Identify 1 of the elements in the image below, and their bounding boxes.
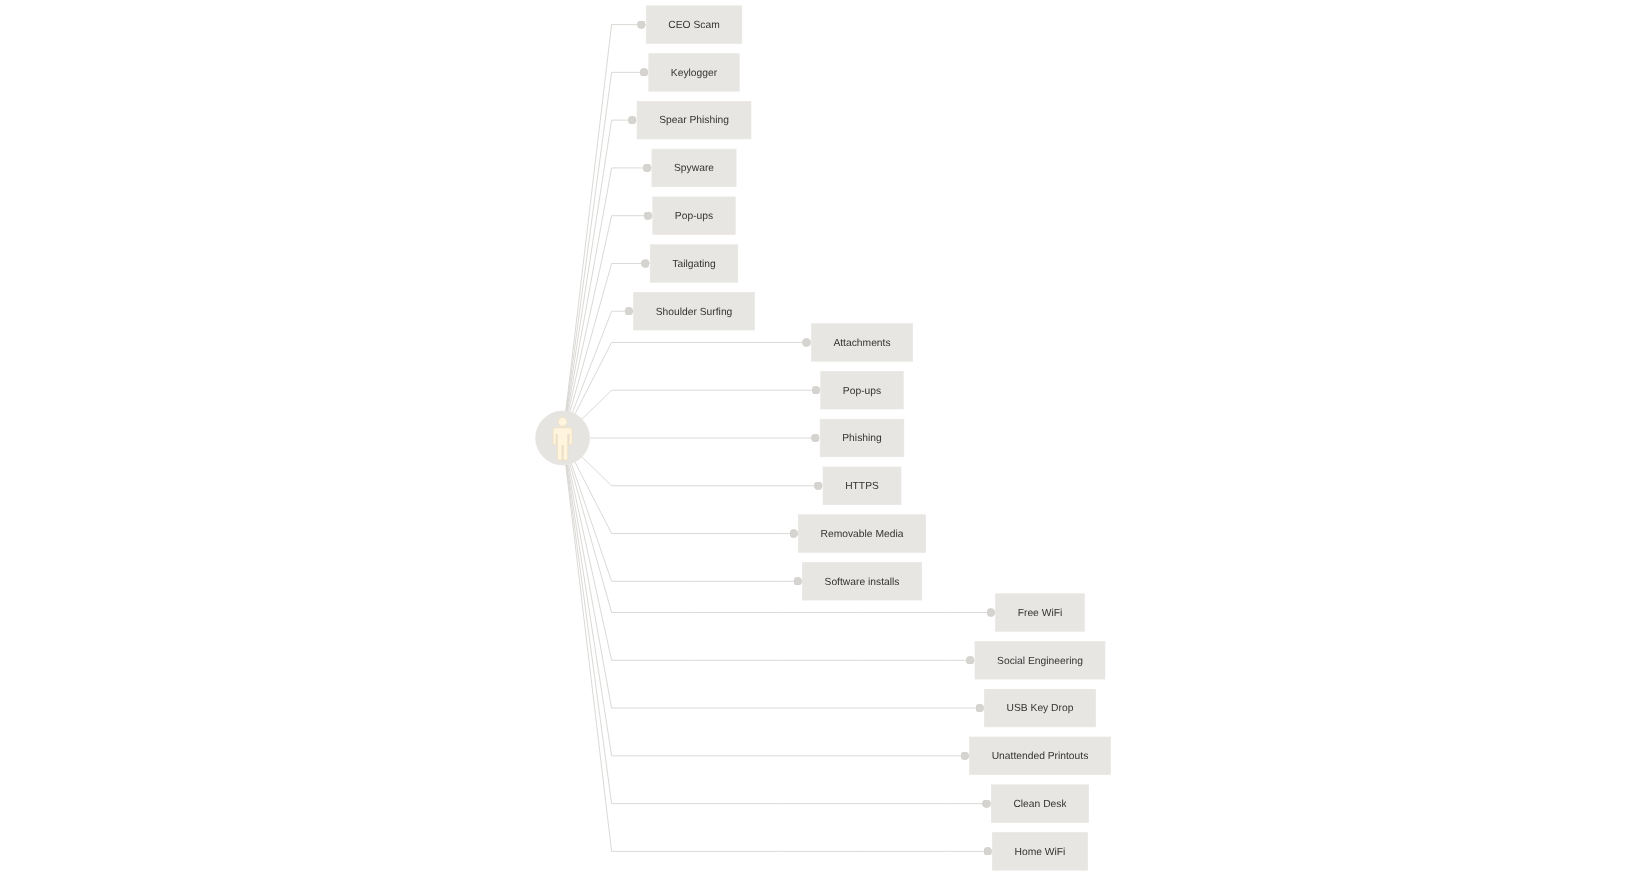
node-person (535, 410, 590, 466)
